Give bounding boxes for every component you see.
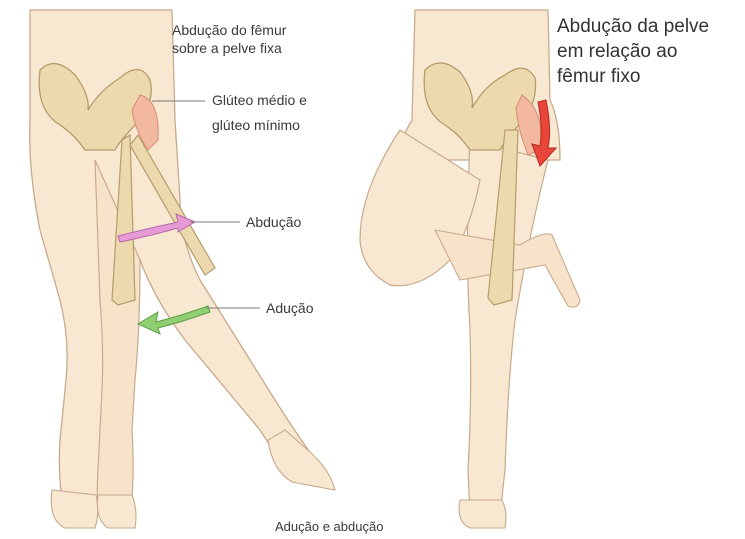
femur-abduction-label-line1: Abdução do fêmur bbox=[172, 22, 287, 38]
right-figure-foot bbox=[459, 500, 506, 528]
abduction-label: Abdução bbox=[246, 214, 301, 230]
gluteus-label-line1: Glúteo médio e bbox=[212, 92, 307, 108]
left-figure-right-foot bbox=[97, 495, 136, 528]
gluteus-label-line2: glúteo mínimo bbox=[212, 117, 300, 133]
adduction-label: Adução bbox=[266, 300, 314, 316]
pelvis-abduction-label-line2: em relação ao bbox=[557, 41, 677, 62]
femur-abduction-label-line2: sobre a pelve fixa bbox=[172, 40, 282, 56]
pelvis-abduction-label-line1: Abdução da pelve bbox=[557, 16, 709, 37]
left-figure-abducted-foot bbox=[268, 430, 335, 490]
pelvis-abduction-label-line3: fêmur fixo bbox=[557, 66, 640, 87]
left-figure bbox=[30, 10, 335, 528]
left-figure-left-foot bbox=[51, 490, 98, 528]
figure-caption: Adução e abdução bbox=[275, 519, 383, 534]
right-figure bbox=[360, 10, 580, 528]
